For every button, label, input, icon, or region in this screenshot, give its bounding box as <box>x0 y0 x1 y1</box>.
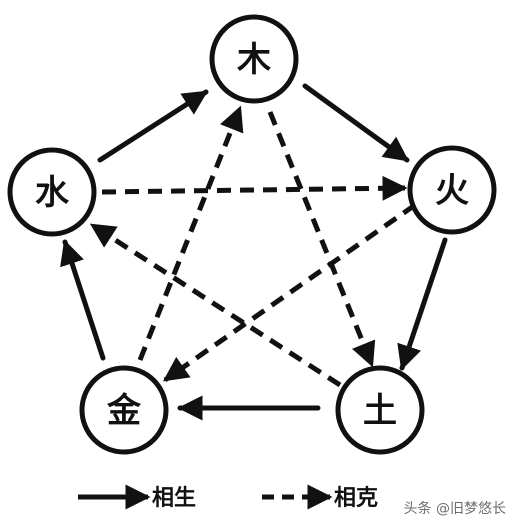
node-metal: 金 <box>79 365 169 455</box>
arrow-water-to-fire <box>101 175 408 201</box>
arrow-earth-to-water <box>89 222 342 388</box>
arrow-water-to-wood <box>97 89 209 163</box>
arrow-fire-to-earth <box>397 237 448 371</box>
node-fire-circle <box>407 145 497 235</box>
node-wood: 木 <box>209 14 299 104</box>
legend: 相生 相克 <box>78 484 378 511</box>
watermark: 头条 @旧梦悠长 <box>403 501 506 517</box>
legend-generating-label: 相生 <box>152 486 196 511</box>
arrow-metal-to-water <box>60 239 106 361</box>
node-wood-label: 木 <box>236 40 271 80</box>
node-fire: 火 <box>407 145 497 235</box>
node-wood-circle <box>209 14 299 104</box>
arrow-metal-to-wood <box>137 105 244 361</box>
node-water-circle <box>7 147 97 237</box>
arrow-wood-to-earth <box>267 111 376 368</box>
node-earth: 土 <box>335 365 425 455</box>
arrow-wood-to-fire <box>302 83 410 163</box>
node-fire-label: 火 <box>435 171 469 211</box>
legend-overcoming-label: 相克 <box>334 485 378 511</box>
node-water-label: 水 <box>35 173 70 213</box>
node-earth-label: 土 <box>363 391 397 431</box>
node-metal-label: 金 <box>106 391 142 431</box>
legend-overcoming: 相克 <box>262 484 378 511</box>
arrow-fire-to-metal <box>162 202 417 383</box>
node-metal-circle <box>79 365 169 455</box>
overcoming-arrows <box>89 105 417 388</box>
generating-arrows <box>60 83 448 421</box>
legend-generating: 相生 <box>78 484 196 511</box>
node-earth-circle <box>335 365 425 455</box>
node-water: 水 <box>7 147 97 237</box>
